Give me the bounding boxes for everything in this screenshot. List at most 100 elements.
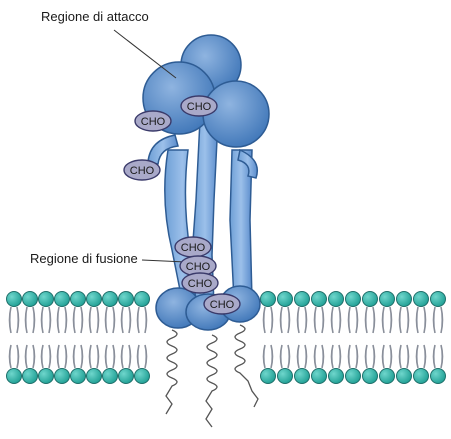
lipid-head-upper bbox=[345, 291, 361, 307]
attack-leader bbox=[113, 29, 177, 79]
lipid-tail bbox=[338, 306, 342, 334]
lipid-tail bbox=[56, 344, 60, 369]
lipid-tail bbox=[96, 344, 100, 369]
lipid-tail bbox=[104, 344, 108, 369]
lipid-tail bbox=[398, 344, 402, 369]
lipid-head-upper bbox=[294, 291, 310, 307]
lipid-tail bbox=[64, 306, 68, 334]
lipid-tail bbox=[296, 306, 300, 334]
lipid-head-upper bbox=[413, 291, 429, 307]
lipid-tail bbox=[415, 344, 419, 369]
cho-glycan: CHO bbox=[179, 255, 217, 277]
lipid-tail bbox=[8, 344, 12, 369]
cho-ellipse bbox=[180, 95, 218, 117]
lipid-tail bbox=[406, 306, 410, 334]
lipid-head-lower bbox=[260, 368, 276, 384]
lipid-tail bbox=[16, 306, 20, 334]
lipid-tail bbox=[389, 306, 393, 334]
lipid-tail bbox=[24, 306, 28, 334]
lipid-head-lower bbox=[134, 368, 150, 384]
lipid-head-lower bbox=[345, 368, 361, 384]
lipid-tail bbox=[364, 344, 368, 369]
cho-glycan: CHO bbox=[134, 110, 172, 132]
tm-tail-center bbox=[205, 334, 218, 428]
lipid-tail bbox=[120, 344, 124, 369]
lipid-head-upper bbox=[6, 291, 22, 307]
lipid-head-upper bbox=[134, 291, 150, 307]
lipid-tail bbox=[80, 344, 84, 369]
lipid-head-upper bbox=[260, 291, 276, 307]
cho-glycan: CHO bbox=[180, 95, 218, 117]
lipid-tail bbox=[72, 306, 76, 334]
lipid-tail bbox=[304, 306, 308, 334]
lipid-tail bbox=[262, 306, 266, 334]
lipid-tail bbox=[321, 344, 325, 369]
lipid-head-lower bbox=[379, 368, 395, 384]
lipid-tail bbox=[40, 344, 44, 369]
lipid-head-lower bbox=[38, 368, 54, 384]
lipid-tail bbox=[423, 306, 427, 334]
lipid-tail bbox=[64, 344, 68, 369]
lipid-head-lower bbox=[362, 368, 378, 384]
lipid-tail bbox=[24, 344, 28, 369]
cho-ellipse bbox=[134, 110, 172, 132]
lipid-tail bbox=[270, 344, 274, 369]
cho-glycan: CHO bbox=[123, 159, 161, 181]
lipid-tail bbox=[262, 344, 266, 369]
lipid-tail bbox=[381, 306, 385, 334]
lipid-tail bbox=[48, 306, 52, 334]
lipid-head-lower bbox=[328, 368, 344, 384]
lipid-head-lower bbox=[413, 368, 429, 384]
lipid-tail bbox=[406, 344, 410, 369]
lipid-head-lower bbox=[430, 368, 446, 384]
lipid-tail bbox=[112, 344, 116, 369]
lipid-tail bbox=[144, 344, 148, 369]
lipid-tail bbox=[313, 306, 317, 334]
lipid-tail bbox=[128, 344, 132, 369]
lipid-tail bbox=[330, 306, 334, 334]
lipid-head-upper bbox=[22, 291, 38, 307]
lipid-tail bbox=[16, 344, 20, 369]
head-globe-right bbox=[202, 80, 270, 148]
lipid-tail bbox=[88, 344, 92, 369]
leader-lines bbox=[113, 29, 187, 263]
lipid-tail bbox=[347, 344, 351, 369]
lipid-head-lower bbox=[54, 368, 70, 384]
lipid-tail bbox=[279, 306, 283, 334]
lipid-head-lower bbox=[22, 368, 38, 384]
lipid-tail bbox=[8, 306, 12, 334]
cho-label: CHO bbox=[186, 261, 211, 273]
lipid-tail bbox=[313, 344, 317, 369]
lipid-tail bbox=[104, 306, 108, 334]
lipid-tail bbox=[112, 306, 116, 334]
cho-ellipse bbox=[203, 293, 241, 315]
lipid-tail bbox=[389, 344, 393, 369]
lipid-tail bbox=[364, 306, 368, 334]
lipid-tail bbox=[372, 344, 376, 369]
lipid-tail bbox=[440, 344, 444, 369]
lipid-tail bbox=[338, 344, 342, 369]
lipid-tail bbox=[136, 306, 140, 334]
lipid-tail bbox=[72, 344, 76, 369]
lipid-tail bbox=[330, 344, 334, 369]
lipid-tail bbox=[423, 344, 427, 369]
lipid-head-upper bbox=[102, 291, 118, 307]
cho-label: CHO bbox=[210, 299, 235, 311]
cho-label: CHO bbox=[141, 116, 166, 128]
lipid-head-upper bbox=[70, 291, 86, 307]
cho-label: CHO bbox=[130, 165, 155, 177]
lipid-head-upper bbox=[118, 291, 134, 307]
lipid-head-upper bbox=[54, 291, 70, 307]
lipid-tail bbox=[32, 344, 36, 369]
stalk-right-hook bbox=[237, 148, 258, 179]
lipid-tail bbox=[270, 306, 274, 334]
lipid-tail bbox=[347, 306, 351, 334]
lipid-tail bbox=[32, 306, 36, 334]
lipid-head-lower bbox=[86, 368, 102, 384]
lipid-tail bbox=[56, 306, 60, 334]
lipid-head-upper bbox=[379, 291, 395, 307]
fusion-region-label: Regione di fusione bbox=[30, 251, 138, 266]
lipid-head-upper bbox=[311, 291, 327, 307]
lipid-tail bbox=[40, 306, 44, 334]
lipid-tail bbox=[432, 306, 436, 334]
